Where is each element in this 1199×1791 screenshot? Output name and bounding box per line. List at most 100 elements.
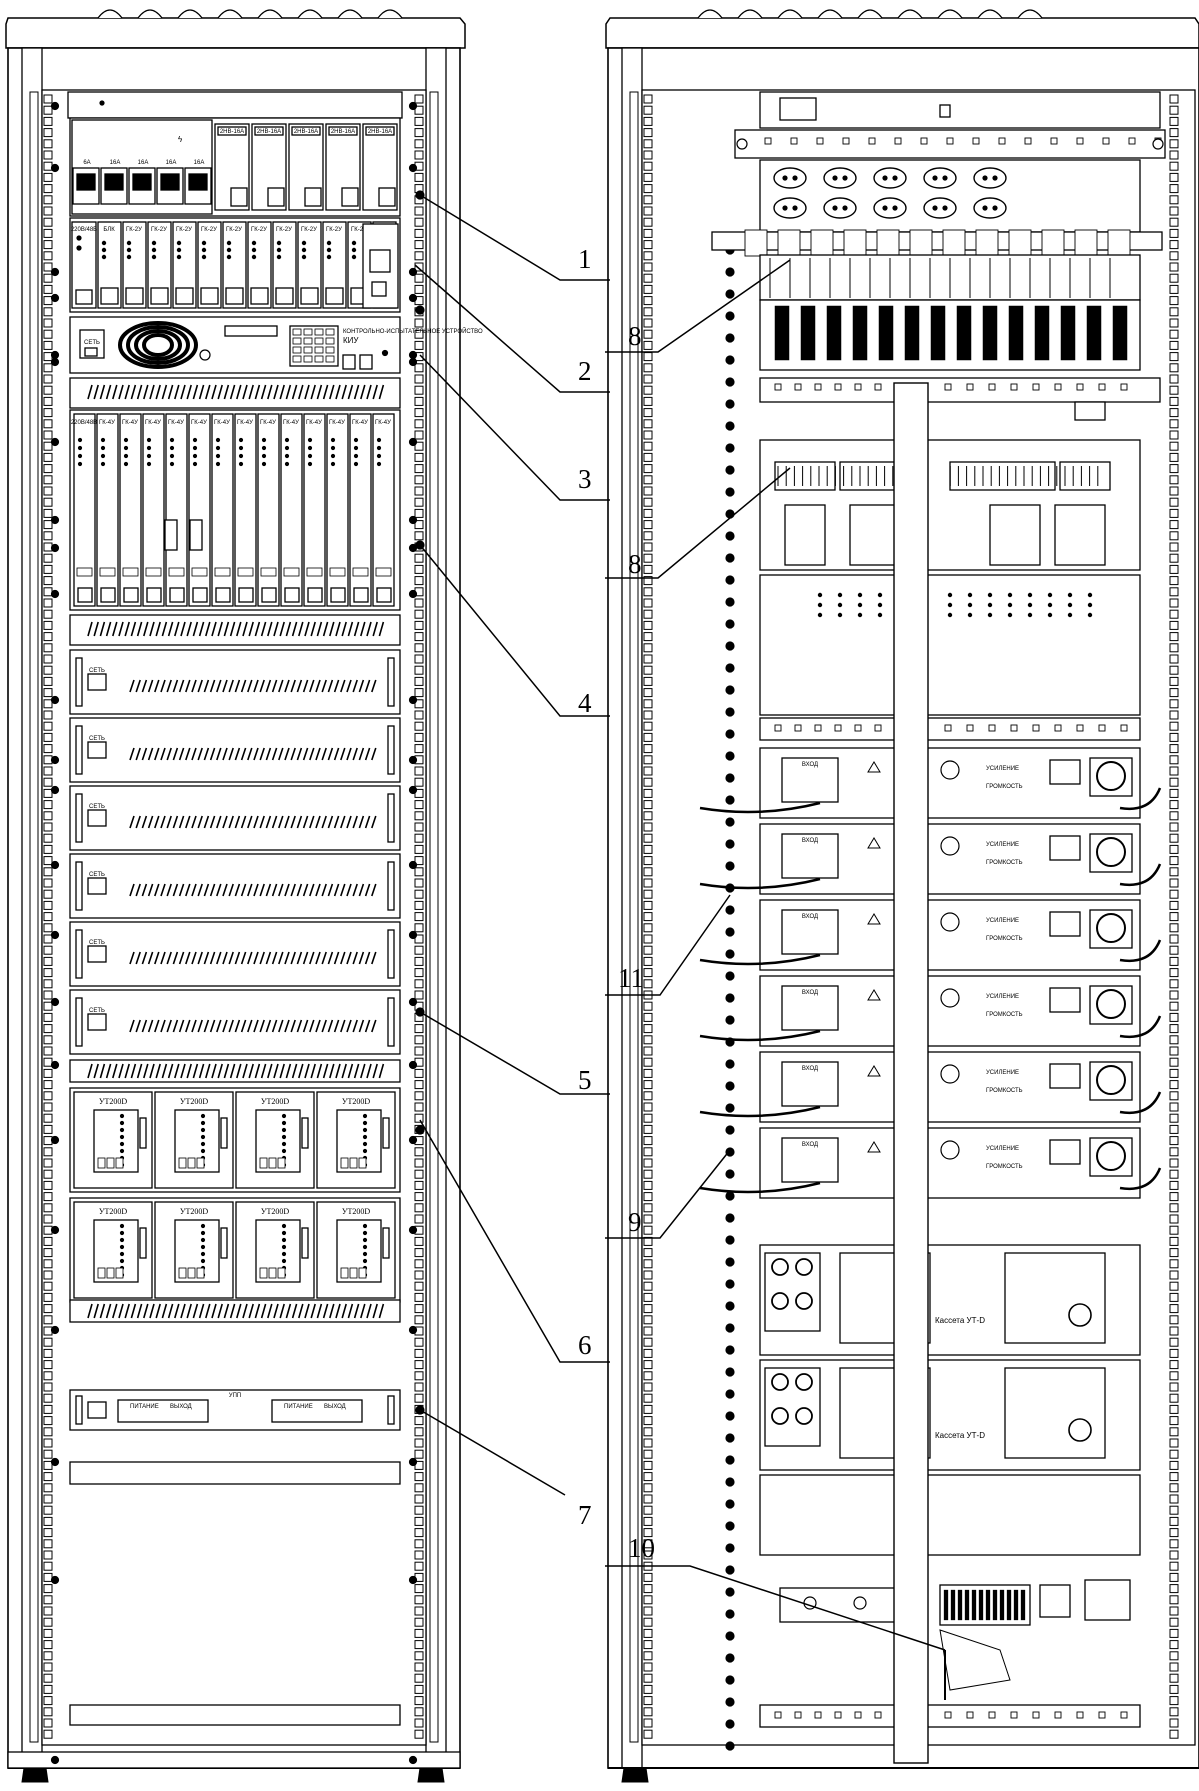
- callout-6: 6: [578, 1330, 592, 1360]
- svg-text:ГК-4У: ГК-4У: [145, 420, 161, 426]
- svg-text:УПП: УПП: [229, 1393, 241, 1399]
- svg-text:УСИЛЕНИЕ: УСИЛЕНИЕ: [986, 918, 1019, 924]
- rear-amplifiers: ВХОД УСИЛЕНИЕ ГРОМКОСТЬ ВХОД УСИЛЕНИЕ ГРОМКОС…: [699, 747, 1162, 1199]
- svg-text:ГК-2У: ГК-2У: [226, 227, 242, 233]
- svg-text:2НВ-16А: 2НВ-16А: [368, 129, 392, 135]
- svg-text:УТ200D: УТ200D: [342, 1207, 371, 1216]
- svg-text:УСИЛЕНИЕ: УСИЛЕНИЕ: [986, 1070, 1019, 1076]
- svg-text:220В/48В: 220В/48В: [71, 420, 97, 426]
- svg-text:ГК-2У: ГК-2У: [276, 227, 292, 233]
- svg-text:ВХОД: ВХОД: [802, 1066, 818, 1072]
- svg-text:КИУ: КИУ: [343, 336, 359, 345]
- svg-text:ГРОМКОСТЬ: ГРОМКОСТЬ: [986, 1088, 1023, 1094]
- svg-text:ГРОМКОСТЬ: ГРОМКОСТЬ: [986, 936, 1023, 942]
- svg-text:16A: 16A: [166, 160, 177, 166]
- svg-text:ГК-2У: ГК-2У: [326, 227, 342, 233]
- svg-text:ГК-4У: ГК-4У: [99, 420, 115, 426]
- svg-text:СЕТЬ: СЕТЬ: [89, 668, 105, 674]
- callout-4: 4: [578, 688, 592, 718]
- svg-text:ВХОД: ВХОД: [802, 1142, 818, 1148]
- callout-1: 1: [578, 244, 592, 274]
- svg-text:ГК-2У: ГК-2У: [301, 227, 317, 233]
- svg-text:ϟ: ϟ: [178, 135, 183, 144]
- svg-text:ГРОМКОСТЬ: ГРОМКОСТЬ: [986, 784, 1023, 790]
- svg-text:СЕТЬ: СЕТЬ: [89, 736, 105, 742]
- svg-text:УТ200D: УТ200D: [99, 1207, 128, 1216]
- svg-text:ВХОД: ВХОД: [802, 762, 818, 768]
- svg-text:УСИЛЕНИЕ: УСИЛЕНИЕ: [986, 766, 1019, 772]
- svg-text:2НВ-16А: 2НВ-16А: [220, 129, 244, 135]
- callout-7: 7: [578, 1500, 592, 1530]
- svg-text:ГК-4У: ГК-4У: [122, 420, 138, 426]
- utd-cassettes: Кассета УТ-D Кассета УТ-D: [759, 1244, 1141, 1471]
- svg-text:СЕТЬ: СЕТЬ: [89, 940, 105, 946]
- svg-text:ГК-4У: ГК-4У: [191, 420, 207, 426]
- kiu-unit: СЕТЬ КОНТРОЛЬНО-ИСПЫТАТЕЛЬНОЕ УСТРОЙСТВОК…: [69, 316, 483, 409]
- svg-text:УСИЛЕНИЕ: УСИЛЕНИЕ: [986, 842, 1019, 848]
- svg-text:ПИТАНИЕ: ПИТАНИЕ: [284, 1404, 313, 1410]
- power-strip: [711, 91, 1166, 257]
- ut200d-block: УТ200D УТ200D УТ200D УТ200D УТ200D УТ200D УТ20…: [69, 1087, 425, 1323]
- svg-text:ВЫХОД: ВЫХОД: [170, 1404, 192, 1410]
- middle-block: [759, 439, 1141, 741]
- cable-duct: [893, 382, 929, 1764]
- svg-text:2НВ-16А: 2НВ-16А: [257, 129, 281, 135]
- svg-text:2НВ-16А: 2НВ-16А: [294, 129, 318, 135]
- svg-text:УТ200D: УТ200D: [261, 1097, 290, 1106]
- svg-text:СЕТЬ: СЕТЬ: [89, 872, 105, 878]
- svg-text:Кассета УТ-D: Кассета УТ-D: [935, 1431, 985, 1440]
- svg-text:ГК-4У: ГК-4У: [168, 420, 184, 426]
- svg-text:16A: 16A: [194, 160, 205, 166]
- lower-equipment: [759, 1474, 1141, 1728]
- svg-text:ГК-4У: ГК-4У: [352, 420, 368, 426]
- callout-2: 2: [578, 356, 592, 386]
- leader-lines: [414, 194, 946, 1651]
- svg-text:УТ200D: УТ200D: [99, 1097, 128, 1106]
- svg-text:СЕТЬ: СЕТЬ: [89, 804, 105, 810]
- svg-text:ГРОМКОСТЬ: ГРОМКОСТЬ: [986, 860, 1023, 866]
- svg-text:ПИТАНИЕ: ПИТАНИЕ: [130, 1404, 159, 1410]
- svg-text:ГК-2У: ГК-2У: [176, 227, 192, 233]
- svg-text:ГК-2У: ГК-2У: [201, 227, 217, 233]
- svg-text:ГК-4У: ГК-4У: [260, 420, 276, 426]
- svg-text:ВХОД: ВХОД: [802, 990, 818, 996]
- upp-unit: УПП ПИТАНИЕ ВЫХОД ПИТАНИЕ ВЫХОД: [69, 1389, 425, 1726]
- svg-text:ГРОМКОСТЬ: ГРОМКОСТЬ: [986, 1164, 1023, 1170]
- svg-text:ГК-2У: ГК-2У: [351, 227, 367, 233]
- svg-text:ГК-4У: ГК-4У: [306, 420, 322, 426]
- svg-text:ГК-2У: ГК-2У: [251, 227, 267, 233]
- svg-text:ВХОД: ВХОД: [802, 914, 818, 920]
- callout-11: 11: [618, 963, 644, 993]
- callout-9: 9: [628, 1207, 642, 1237]
- svg-text:16A: 16A: [110, 160, 121, 166]
- svg-text:УСИЛЕНИЕ: УСИЛЕНИЕ: [986, 1146, 1019, 1152]
- callout-10: 10: [628, 1533, 655, 1563]
- svg-text:УСИЛЕНИЕ: УСИЛЕНИЕ: [986, 994, 1019, 1000]
- callout-3: 3: [578, 464, 592, 494]
- svg-text:БЛК: БЛК: [103, 227, 115, 233]
- svg-text:ВЫХОД: ВЫХОД: [324, 1404, 346, 1410]
- callout-8a: 8: [628, 321, 642, 351]
- svg-text:ГК-4У: ГК-4У: [283, 420, 299, 426]
- svg-text:ГК-2У: ГК-2У: [126, 227, 142, 233]
- svg-text:6A: 6A: [83, 160, 90, 166]
- svg-text:220В/48В: 220В/48В: [71, 227, 97, 233]
- card-cage-1: 220В/48В БЛК ГК-2У ГК-2У ГК-2У ГК-2У ГК-2У ГК-2…: [69, 217, 425, 315]
- svg-text:ГК-4У: ГК-4У: [237, 420, 253, 426]
- svg-text:Кассета УТ-D: Кассета УТ-D: [935, 1316, 985, 1325]
- terminal-rows: [759, 254, 1161, 421]
- svg-text:ГК-2У: ГК-2У: [151, 227, 167, 233]
- svg-text:УТ200D: УТ200D: [342, 1097, 371, 1106]
- svg-text:СЕТЬ: СЕТЬ: [84, 340, 100, 346]
- svg-text:ГК-4У: ГК-4У: [329, 420, 345, 426]
- svg-text:ГК-4У: ГК-4У: [214, 420, 230, 426]
- svg-text:2НВ-16А: 2НВ-16А: [331, 129, 355, 135]
- svg-text:УТ200D: УТ200D: [180, 1207, 209, 1216]
- svg-text:УТ200D: УТ200D: [180, 1097, 209, 1106]
- callout-5: 5: [578, 1065, 592, 1095]
- svg-text:КОНТРОЛЬНО-ИСПЫТАТЕЛЬНОЕ УСТРО: КОНТРОЛЬНО-ИСПЫТАТЕЛЬНОЕ УСТРОЙСТВО: [343, 327, 483, 335]
- callout-8b: 8: [628, 549, 642, 579]
